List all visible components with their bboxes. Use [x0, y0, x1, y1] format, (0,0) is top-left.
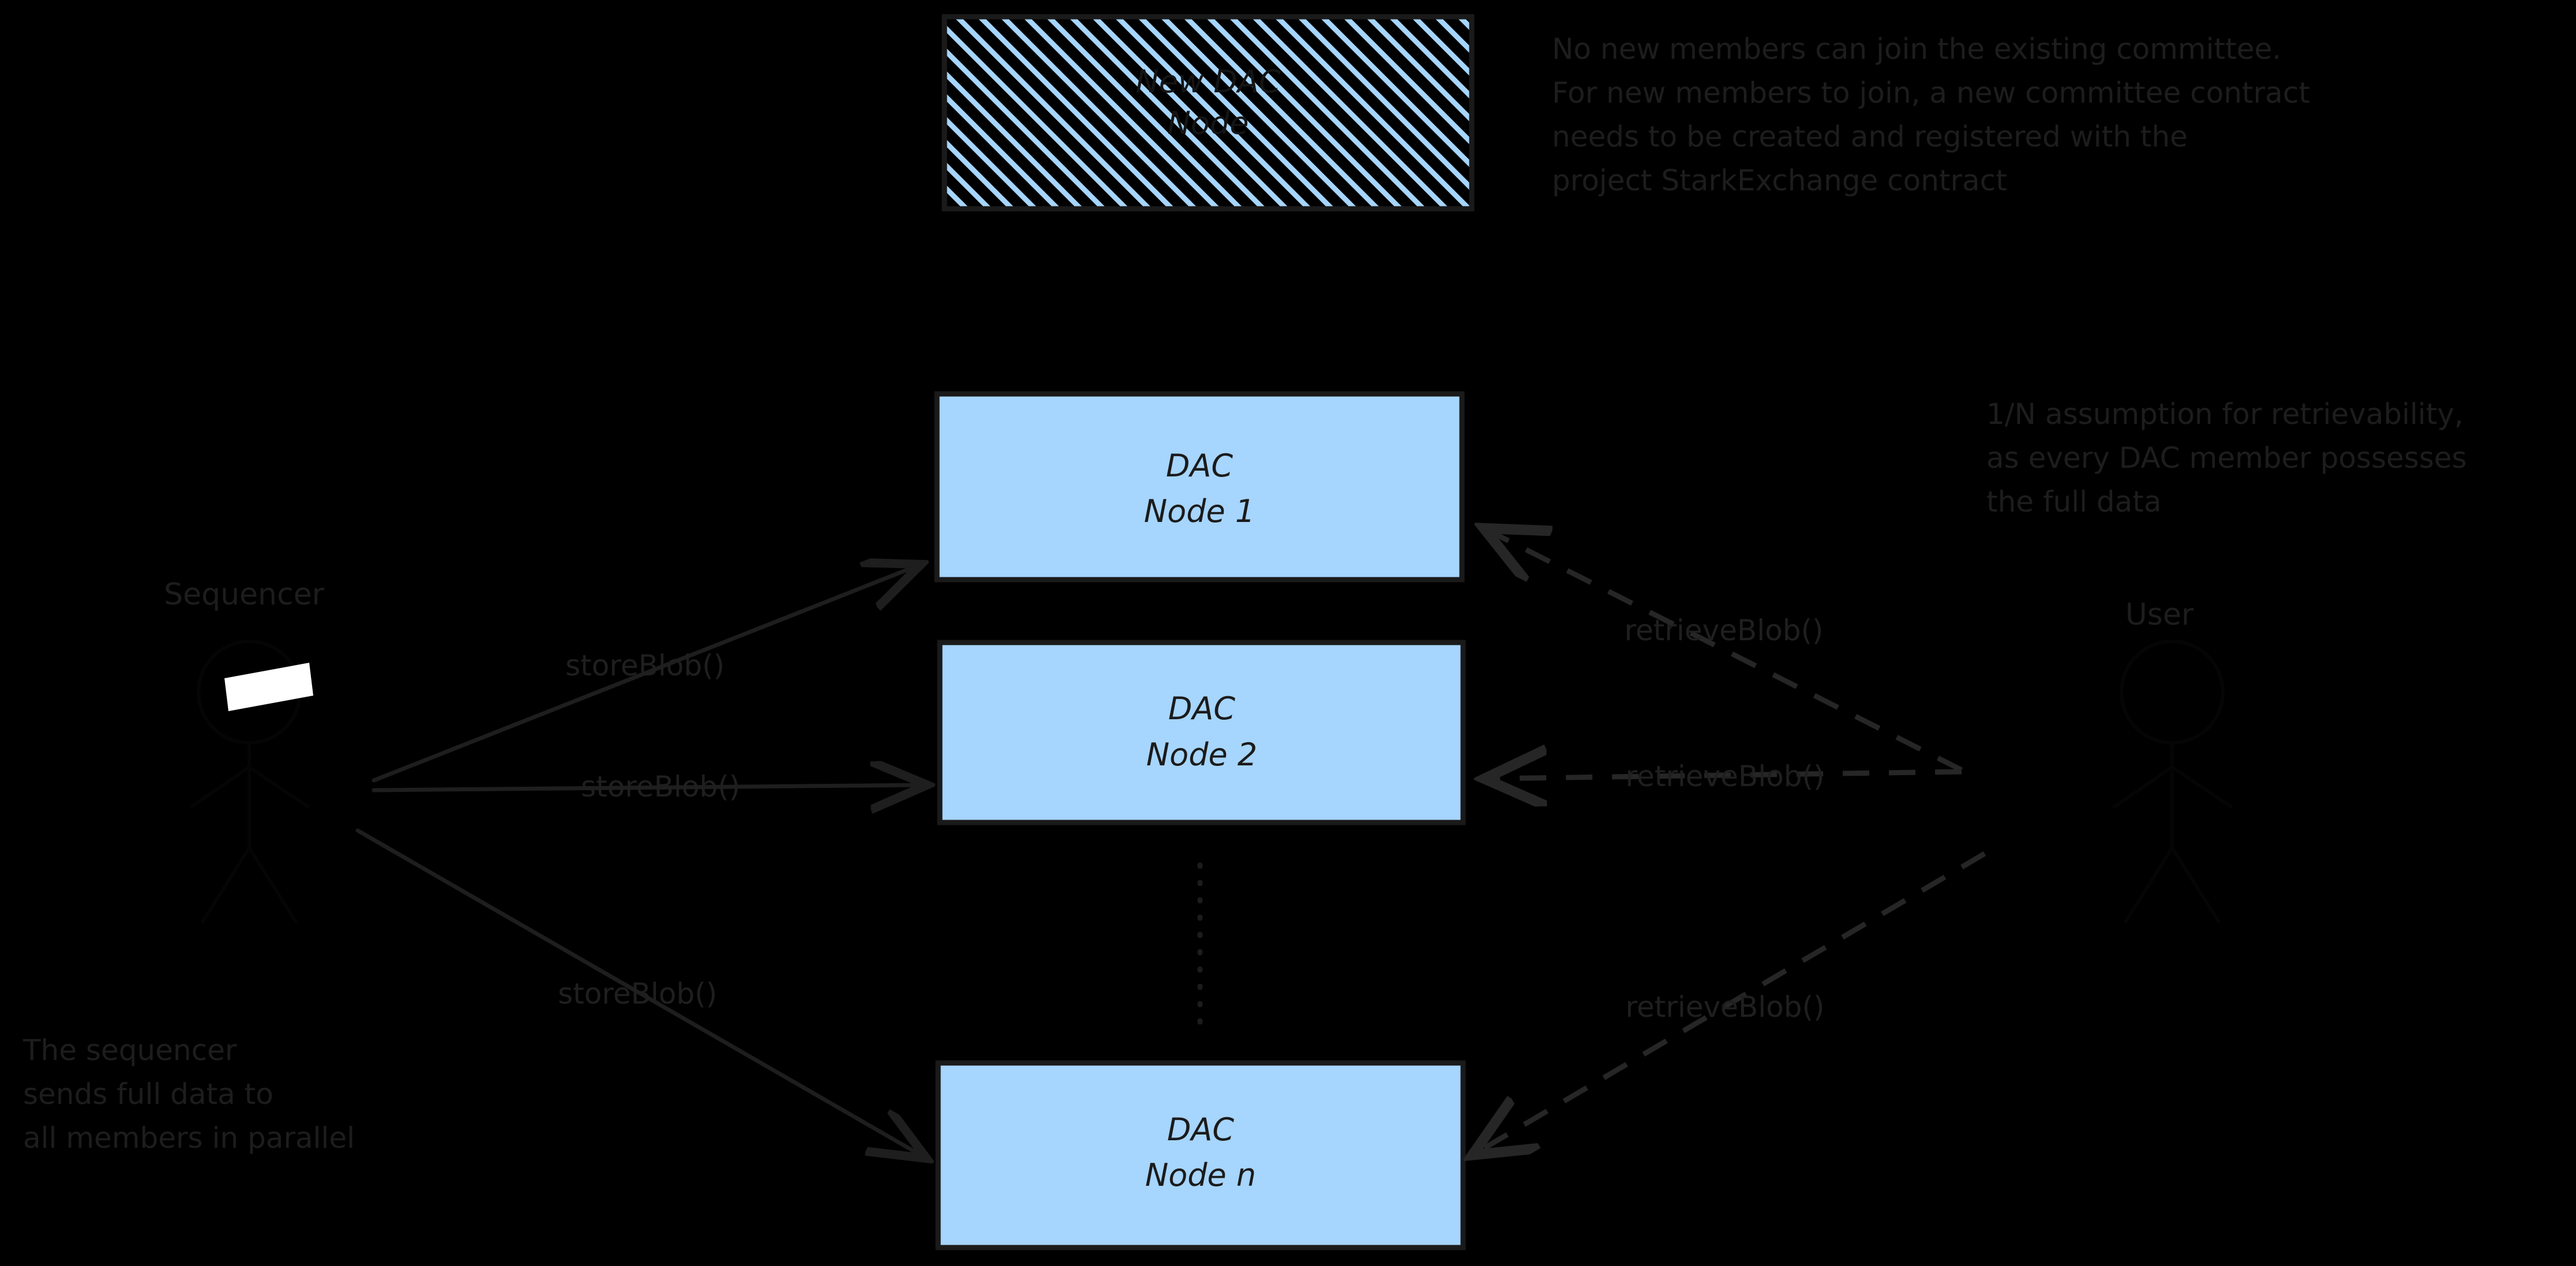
dac-node-n[interactable]: DAC Node n — [935, 1060, 1466, 1250]
note-sequencer-parallel-line-3: all members in parallel — [23, 1121, 355, 1155]
user-figure: User — [2112, 598, 2233, 924]
store-edge-node-n-line — [355, 828, 923, 1156]
sequencer-paper-icon — [224, 663, 313, 711]
note-retrievability-line-1: 1/N assumption for retrievability, — [1986, 397, 2463, 431]
note-sequencer-parallel-line-2: sends full data to — [23, 1077, 273, 1111]
store-edge-node-1-label: storeBlob() — [565, 649, 725, 682]
store-edge-node-1-line — [372, 566, 917, 783]
new-dac-node-label-line1: New DAC — [1135, 63, 1280, 100]
retrieve-edge-node-1[interactable]: retrieveBlob() — [1488, 531, 1963, 773]
dac-node-1-label-line1: DAC — [1166, 448, 1233, 484]
note-committee-line-4: project StarkExchange contract — [1552, 164, 2007, 197]
new-dac-node-rect — [942, 14, 1475, 212]
dac-node-1-rect — [934, 391, 1465, 583]
new-dac-node-label-line2: Node — [1168, 105, 1249, 141]
user-label: User — [2125, 598, 2194, 632]
dac-node-1-label-line2: Node 1 — [1144, 493, 1255, 529]
note-committee-line-2: For new members to join, a new committee… — [1552, 76, 2310, 110]
note-retrievability-line-3: the full data — [1986, 485, 2162, 519]
dac-node-2[interactable]: DAC Node 2 — [937, 640, 1466, 825]
retrieve-edge-node-2-label: retrieveBlob() — [1626, 760, 1825, 793]
note-retrievability-line-2: as every DAC member possesses — [1986, 441, 2467, 475]
store-edge-node-2-label: storeBlob() — [581, 770, 740, 803]
store-edge-node-1[interactable]: storeBlob() — [372, 566, 917, 783]
retrieve-edge-node-n[interactable]: retrieveBlob() — [1477, 851, 1986, 1152]
retrieve-edge-node-1-line — [1488, 531, 1963, 773]
dac-node-2-label-line1: DAC — [1168, 690, 1236, 727]
note-committee-line-1: No new members can join the existing com… — [1552, 32, 2281, 66]
store-edge-node-n-label: storeBlob() — [558, 977, 717, 1010]
retrieve-edge-node-n-line — [1477, 851, 1986, 1152]
dac-node-n-label-line1: DAC — [1167, 1111, 1235, 1148]
sequencer-label: Sequencer — [164, 577, 324, 612]
retrieve-edge-node-1-label: retrieveBlob() — [1625, 614, 1824, 647]
dac-node-2-rect — [937, 640, 1466, 825]
retrieve-edge-node-2-line — [1490, 772, 1962, 779]
dac-node-n-rect — [935, 1060, 1466, 1250]
note-sequencer-parallel-line-1: The sequencer — [23, 1034, 237, 1067]
store-edge-node-n[interactable]: storeBlob() — [355, 828, 923, 1156]
dac-node-1[interactable]: DAC Node 1 — [934, 391, 1465, 583]
store-edge-node-2[interactable]: storeBlob() — [372, 770, 923, 803]
dac-node-n-label-line2: Node n — [1145, 1157, 1256, 1193]
store-edge-node-2-line — [372, 785, 923, 790]
retrieve-edge-node-n-label: retrieveBlob() — [1626, 990, 1825, 1024]
new-dac-node-box[interactable]: New DAC Node — [942, 14, 1475, 212]
note-sequencer-parallel: The sequencer sends full data to all mem… — [23, 1034, 355, 1155]
note-retrievability: 1/N assumption for retrievability, as ev… — [1986, 397, 2467, 519]
retrieve-edge-node-2[interactable]: retrieveBlob() — [1490, 760, 1962, 793]
dac-node-2-label-line2: Node 2 — [1146, 737, 1257, 773]
sequencer-figure: Sequencer — [164, 577, 325, 924]
note-committee: No new members can join the existing com… — [1552, 32, 2310, 197]
note-committee-line-3: needs to be created and registered with … — [1552, 120, 2188, 153]
